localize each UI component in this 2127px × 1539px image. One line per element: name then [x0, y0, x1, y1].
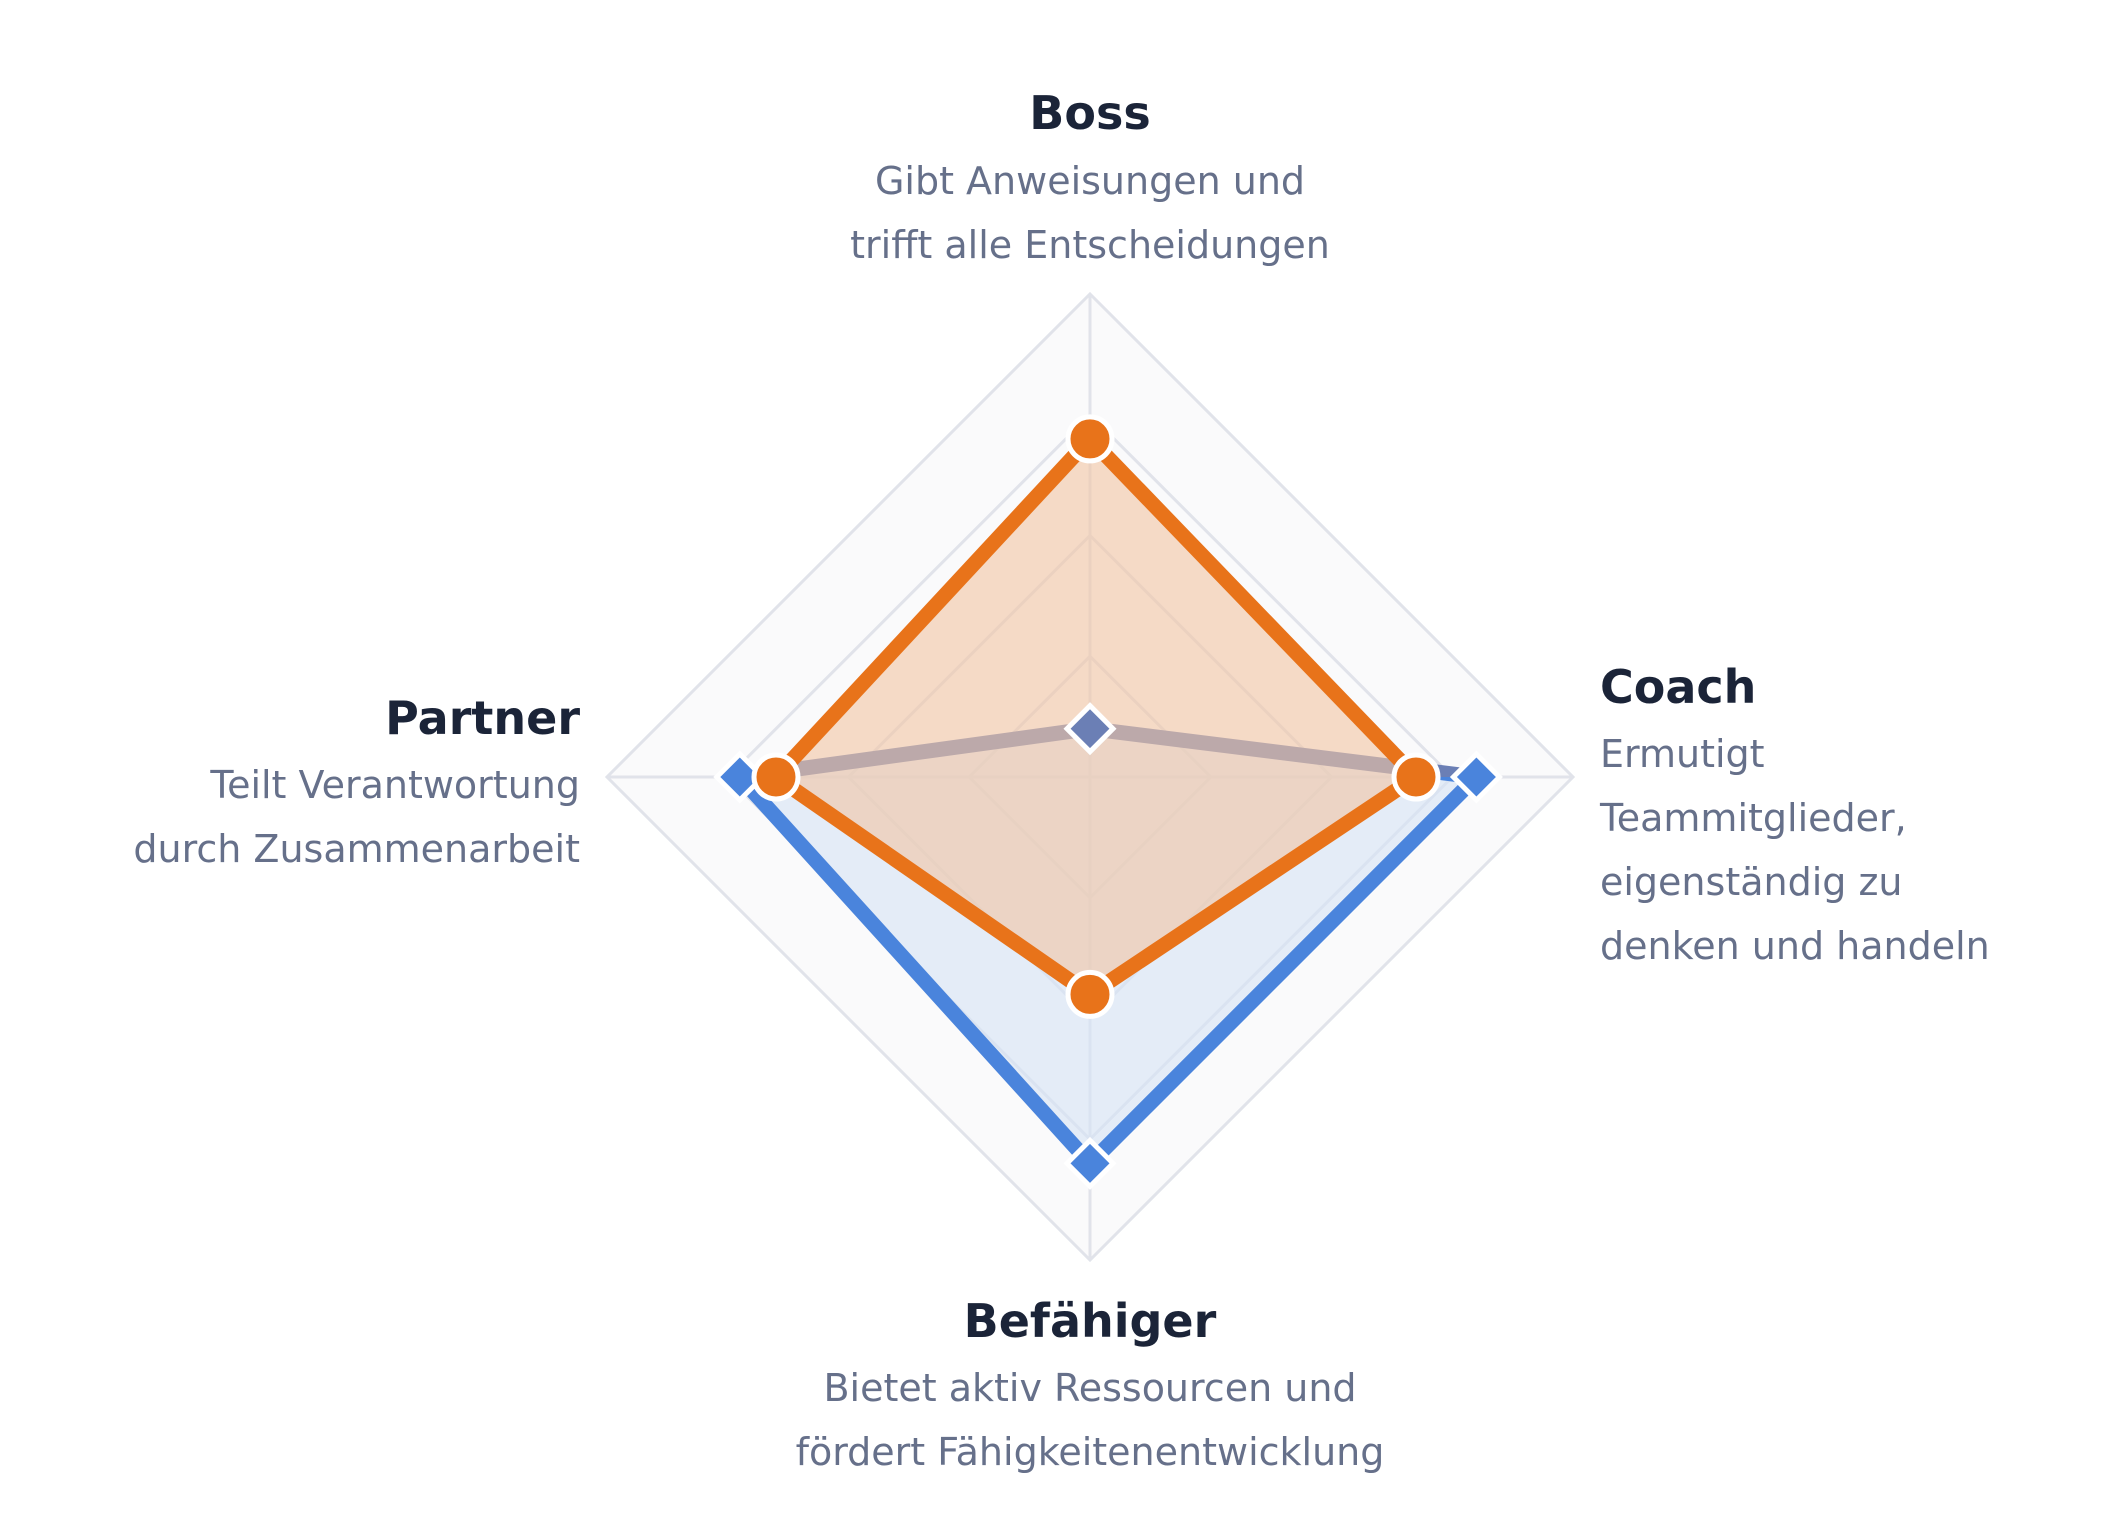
series-1-point-partner [751, 752, 801, 802]
series-0-point-coach [1449, 750, 1503, 804]
radar-markers [713, 414, 1503, 1190]
series-0-point-befaehiger [1063, 1136, 1117, 1190]
axis-title-coach: Coach [1600, 660, 1756, 714]
axis-desc-partner-line-2: durch Zusammenarbeit [133, 827, 580, 871]
axis-desc-coach-line-3: eigenständig zu [1600, 860, 1903, 904]
axis-desc-coach-line-4: denken und handeln [1600, 924, 1990, 968]
axis-desc-boss-line-1: Gibt Anweisungen und [875, 159, 1305, 203]
axis-title-boss: Boss [1029, 86, 1150, 140]
axis-desc-coach-line-1: Ermutigt [1600, 732, 1765, 776]
axis-title-befaehiger: Befähiger [964, 1294, 1217, 1348]
series-1-point-befaehiger [1065, 969, 1115, 1019]
axis-label-coach: Coach Ermutigt Teammitglieder, eigenstän… [1599, 660, 1990, 968]
axis-label-partner: Partner Teilt Verantwortung durch Zusamm… [133, 691, 580, 871]
axis-title-partner: Partner [385, 691, 580, 745]
series-0-point-boss [1063, 702, 1117, 756]
axis-desc-coach-line-2: Teammitglieder, [1599, 796, 1907, 840]
axis-label-befaehiger: Befähiger Bietet aktiv Ressourcen und fö… [796, 1294, 1385, 1474]
axis-desc-boss-line-2: trifft alle Entscheidungen [850, 223, 1330, 267]
axis-desc-befaehiger-line-2: fördert Fähigkeitenentwicklung [796, 1430, 1385, 1474]
series-1-point-coach [1391, 752, 1441, 802]
series-1-point-boss [1065, 414, 1115, 464]
axis-label-boss: Boss Gibt Anweisungen und trifft alle En… [850, 86, 1330, 267]
axis-desc-befaehiger-line-1: Bietet aktiv Ressourcen und [823, 1366, 1356, 1410]
axis-desc-partner-line-1: Teilt Verantwortung [209, 763, 580, 807]
